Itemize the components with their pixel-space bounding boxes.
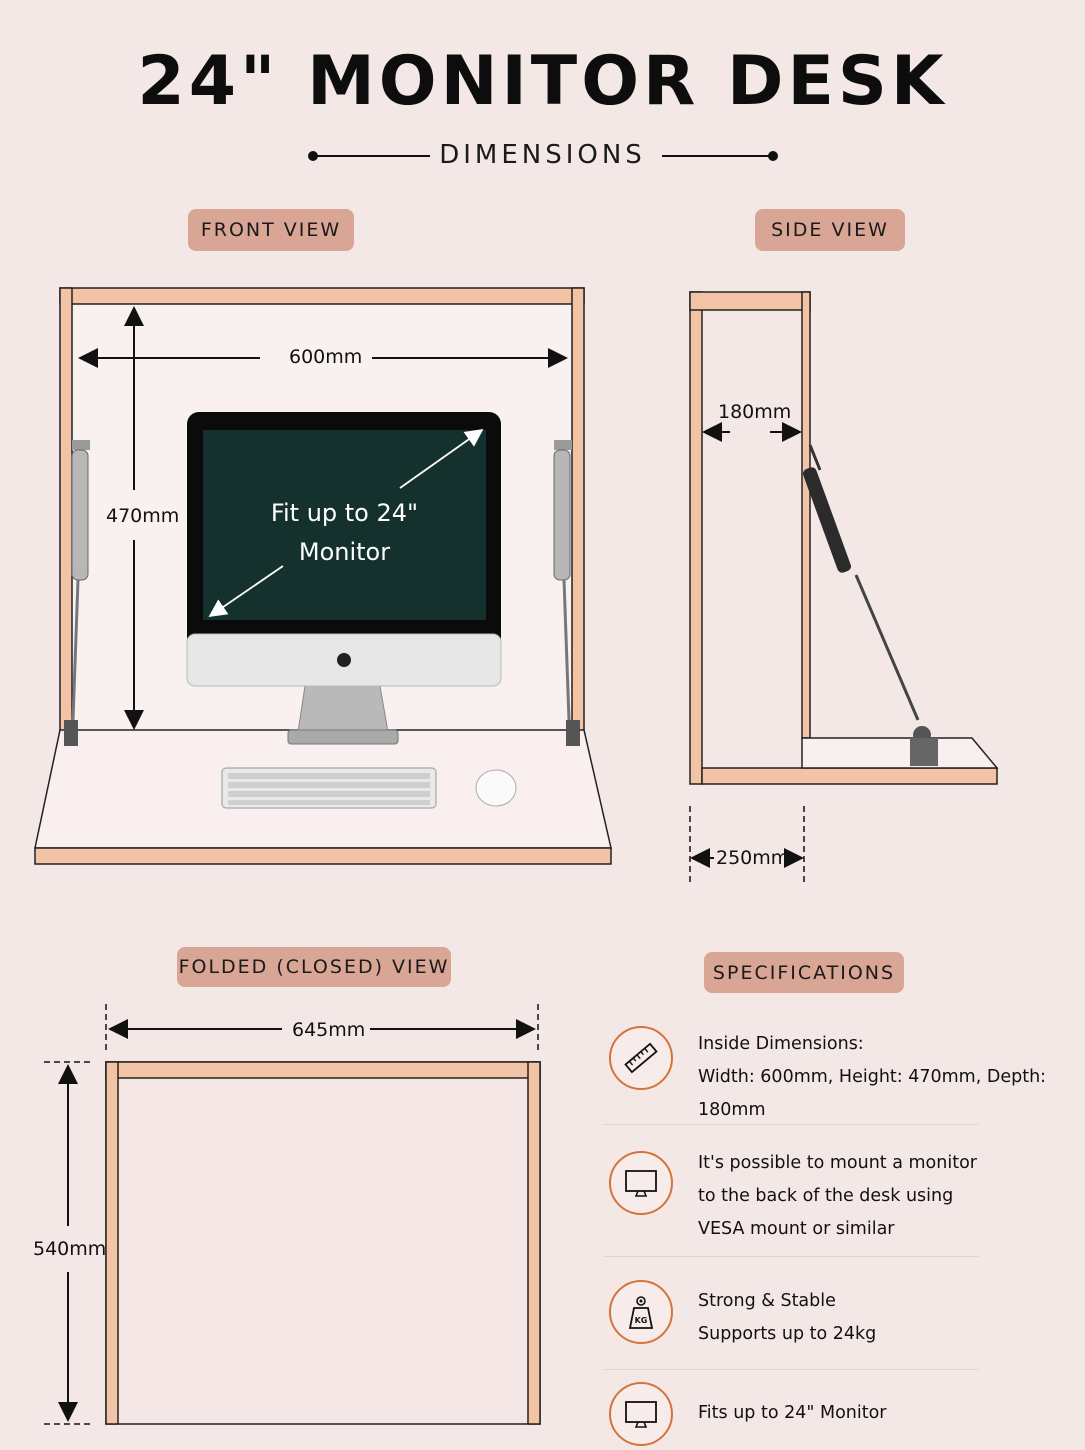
folded-width-label: 645mm: [292, 1019, 366, 1041]
spec-item-4: [609, 1382, 673, 1446]
side-view-diagram: [689, 291, 999, 884]
spec-item-3: KG: [609, 1280, 673, 1344]
spec-4-line-1: Fits up to 24" Monitor: [698, 1403, 887, 1423]
gas-strut-left: [64, 440, 90, 746]
spec-text-2: It's possible to mount a monitor to the …: [698, 1147, 1058, 1246]
spec-2-line-2: to the back of the desk using: [698, 1186, 954, 1206]
side-view-label: SIDE VIEW: [755, 209, 905, 251]
folded-height-label: 540mm: [33, 1238, 107, 1260]
front-view-diagram: [34, 287, 612, 865]
front-width-label: 600mm: [289, 346, 363, 368]
spec-1-line-1: Inside Dimensions:: [698, 1034, 864, 1054]
monitor-icon: [609, 1382, 673, 1446]
front-height-label: 470mm: [106, 505, 180, 527]
side-strut-rod: [854, 574, 920, 721]
spec-item-2: [609, 1151, 673, 1215]
front-frame-left: [59, 287, 73, 755]
monitor: [186, 412, 502, 687]
spec-separator-3: [604, 1369, 979, 1370]
spec-2-line-1: It's possible to mount a monitor: [698, 1153, 977, 1173]
page-subtitle: DIMENSIONS: [439, 140, 646, 170]
gas-strut-right: [553, 440, 580, 746]
keyboard: [221, 767, 437, 809]
spec-2-line-3: VESA mount or similar: [698, 1219, 895, 1239]
monitor-stand: [287, 685, 399, 745]
specifications-label: SPECIFICATIONS: [704, 952, 904, 993]
mouse: [475, 769, 517, 807]
spec-separator-2: [604, 1256, 979, 1257]
screen-text-line2: Monitor: [298, 538, 391, 566]
weight-mark: KG: [635, 1316, 648, 1325]
spec-text-4: Fits up to 24" Monitor: [698, 1397, 1058, 1430]
spec-item-1: [609, 1026, 673, 1090]
spec-3-line-1: Strong & Stable: [698, 1291, 836, 1311]
screen-text-line1: Fit up to 24": [270, 499, 419, 527]
side-strut-body: [803, 467, 851, 573]
side-strut-top: [808, 444, 822, 471]
spec-text-1: Inside Dimensions: Width: 600mm, Height:…: [698, 1028, 1058, 1127]
spec-1-line-2: Width: 600mm, Height: 470mm, Depth: 180m…: [698, 1067, 1047, 1120]
screen-text: Fit up to 24" Monitor: [203, 494, 486, 572]
spec-text-3: Strong & Stable Supports up to 24kg: [698, 1285, 1058, 1351]
weight-icon: KG: [609, 1280, 673, 1344]
folded-view-label: FOLDED (CLOSED) VIEW: [177, 947, 451, 987]
spec-separator-1: [604, 1124, 979, 1125]
front-desk-edge: [34, 847, 612, 865]
front-view-label: FRONT VIEW: [188, 209, 354, 251]
monitor-icon: [609, 1151, 673, 1215]
ruler-icon: [609, 1026, 673, 1090]
subtitle-decoration: [308, 151, 778, 161]
folded-view-diagram: [44, 1004, 541, 1425]
side-inner-depth-label: 180mm: [718, 401, 792, 423]
subtitle-row: DIMENSIONS: [0, 140, 1085, 176]
side-outer-depth-label: 250mm: [716, 847, 790, 869]
spec-3-line-2: Supports up to 24kg: [698, 1324, 877, 1344]
front-frame-top: [59, 287, 585, 305]
page-title: 24" MONITOR DESK: [137, 42, 948, 121]
apple-logo-icon: [337, 653, 351, 667]
front-frame-right: [571, 287, 585, 755]
